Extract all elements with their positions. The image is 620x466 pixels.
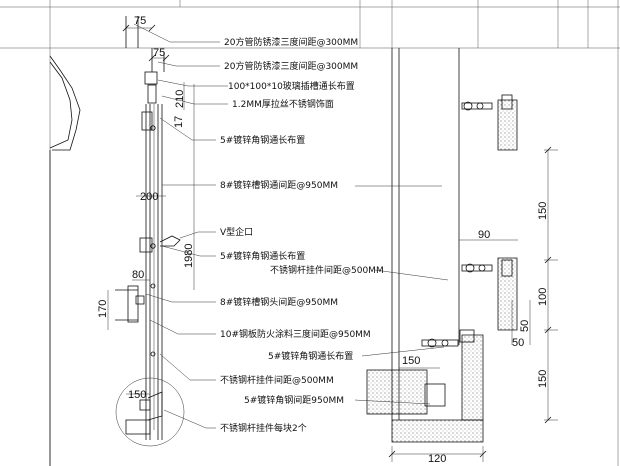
dim-17: 17 bbox=[173, 116, 185, 128]
dim-75-top: 75 bbox=[134, 15, 146, 27]
dim-50-a: 50 bbox=[519, 320, 531, 332]
label-channel-steel: 8#镀锌槽钢通间距@950MM bbox=[220, 179, 338, 191]
label-hanger-spacing-2: 不锈钢杆挂件间距@500MM bbox=[220, 374, 334, 386]
dim-80: 80 bbox=[132, 269, 144, 281]
dim-50-b: 50 bbox=[512, 337, 524, 349]
left-elevation-detail bbox=[49, 16, 228, 466]
dim-75-second: 75 bbox=[153, 47, 165, 59]
dim-150-left: 150 bbox=[128, 389, 146, 401]
dim-150-mid: 150 bbox=[402, 355, 420, 367]
label-angle-steel-1: 5#镀锌角钢通长布置 bbox=[220, 134, 305, 146]
dim-200: 200 bbox=[140, 191, 158, 203]
label-angle-steel-spacing: 5#镀锌角钢间距950MM bbox=[244, 394, 344, 406]
dim-170: 170 bbox=[97, 300, 109, 318]
label-channel-head: 8#镀锌槽钢头间距@950MM bbox=[220, 296, 338, 308]
label-square-tube-top: 20方管防锈漆三度间距@300MM bbox=[224, 36, 358, 48]
label-angle-steel-3: 5#镀锌角钢通长布置 bbox=[268, 350, 353, 362]
label-hanger-spacing-1: 不锈钢杆挂件间距@500MM bbox=[270, 264, 384, 276]
dimension-labels: 75 75 210 17 200 1980 80 170 150 90 150 … bbox=[97, 15, 549, 465]
label-hanger-per-panel: 不锈钢杆挂件每块2个 bbox=[220, 422, 307, 434]
dim-100: 100 bbox=[537, 288, 549, 306]
dim-210: 210 bbox=[174, 90, 186, 108]
label-stainless-finish: 1.2MM厚拉丝不锈钢饰面 bbox=[232, 98, 334, 110]
dim-150-right-bottom: 150 bbox=[537, 370, 549, 388]
label-v-joint: V型企口 bbox=[220, 226, 253, 238]
dim-120: 120 bbox=[428, 453, 446, 465]
dim-1980: 1980 bbox=[183, 244, 195, 268]
label-steel-plate: 10#钢板防火涂料三度间距@950MM bbox=[220, 328, 371, 340]
dim-90: 90 bbox=[478, 229, 490, 241]
dim-150-right-top: 150 bbox=[537, 202, 549, 220]
label-angle-steel-2: 5#镀锌角钢通长布置 bbox=[220, 250, 305, 262]
label-square-tube-second: 20方管防锈漆三度间距@300MM bbox=[224, 60, 358, 72]
right-section-detail bbox=[354, 48, 558, 462]
annotation-labels: 20方管防锈漆三度间距@300MM 20方管防锈漆三度间距@300MM 100*… bbox=[220, 36, 384, 434]
label-glass-slot: 100*100*10玻璃插槽通长布置 bbox=[228, 80, 355, 92]
